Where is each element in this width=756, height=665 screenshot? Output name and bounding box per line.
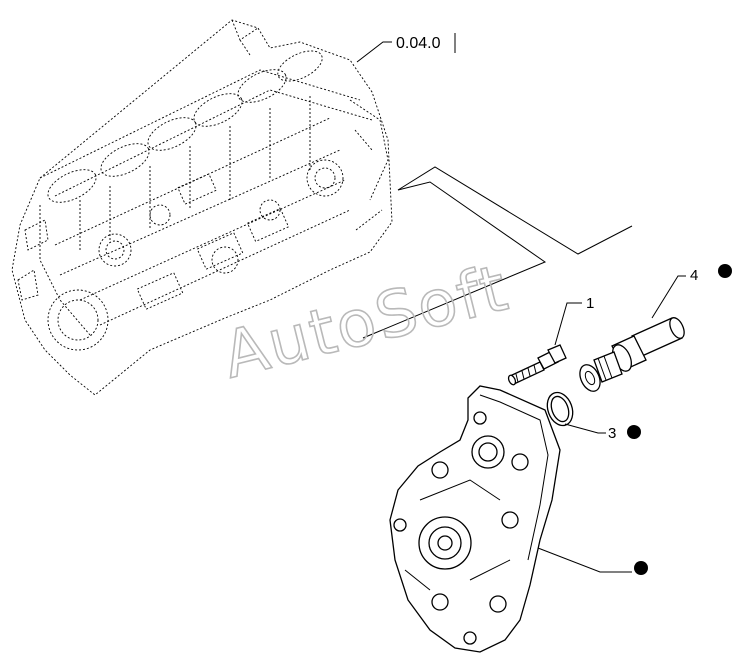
section-cut-line (397, 166, 633, 255)
reference-leader (356, 41, 392, 63)
callout-3-marker (627, 425, 641, 439)
part-4-fitting (579, 317, 685, 392)
engine-block-drawing (11, 19, 393, 396)
section-cut-thin (362, 181, 547, 339)
callout-4-label: 4 (690, 267, 698, 284)
part-3-o-ring (546, 391, 574, 427)
reference-label: 0.04.0 (396, 35, 441, 52)
callout-4-leader (651, 275, 686, 319)
callout-4-marker (718, 264, 732, 278)
callout-3-leader (564, 423, 606, 434)
cover-plate-leader (537, 547, 632, 573)
cover-plate-marker (634, 561, 648, 575)
callout-3-label: 3 (608, 425, 616, 442)
watermark: AutoSoft (216, 251, 516, 393)
cover-plate (389, 385, 561, 653)
callout-1-leader (554, 302, 582, 346)
callout-1-label: 1 (586, 295, 594, 312)
part-1-bolt (507, 344, 567, 386)
